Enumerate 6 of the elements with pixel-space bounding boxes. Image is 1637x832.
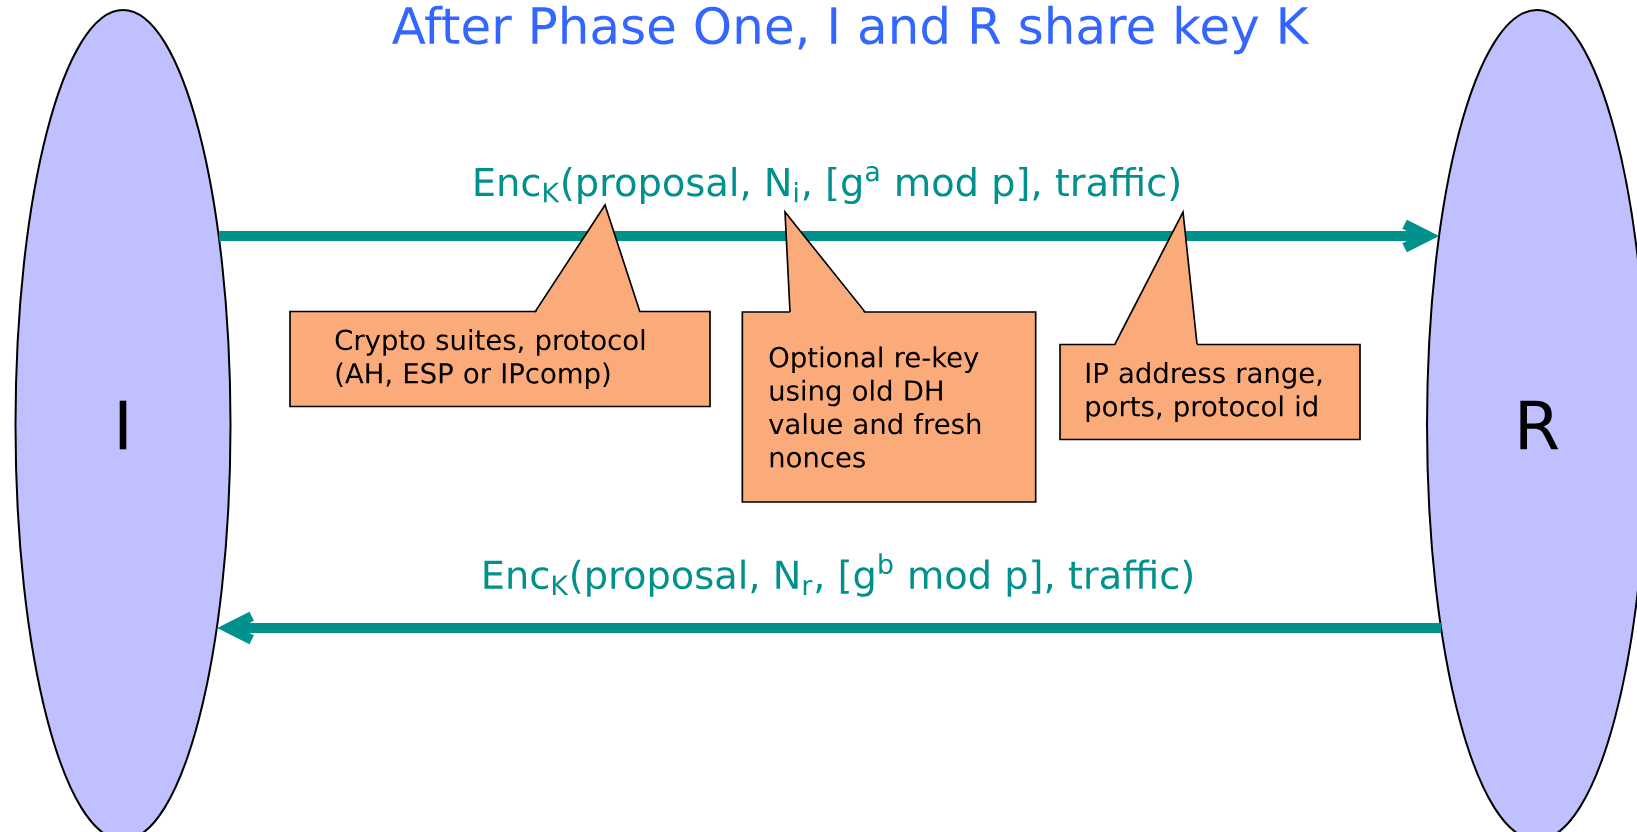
edge-label: Enc$_{K}$(proposal, N$_{r}$, [g$^{b}$ mod p], traffic) [484,553,1192,597]
title: After Phase One, I and R share key K [392,5,1310,55]
edge-label: Enc$_{K}$(proposal, N$_{i}$, [g$^{a}$ mod p], traffic) [475,166,1179,205]
callout-box: Optional re-key using old DH value and fresh nonces [741,311,1037,503]
arrow [217,611,1442,645]
arrow [219,219,1440,253]
